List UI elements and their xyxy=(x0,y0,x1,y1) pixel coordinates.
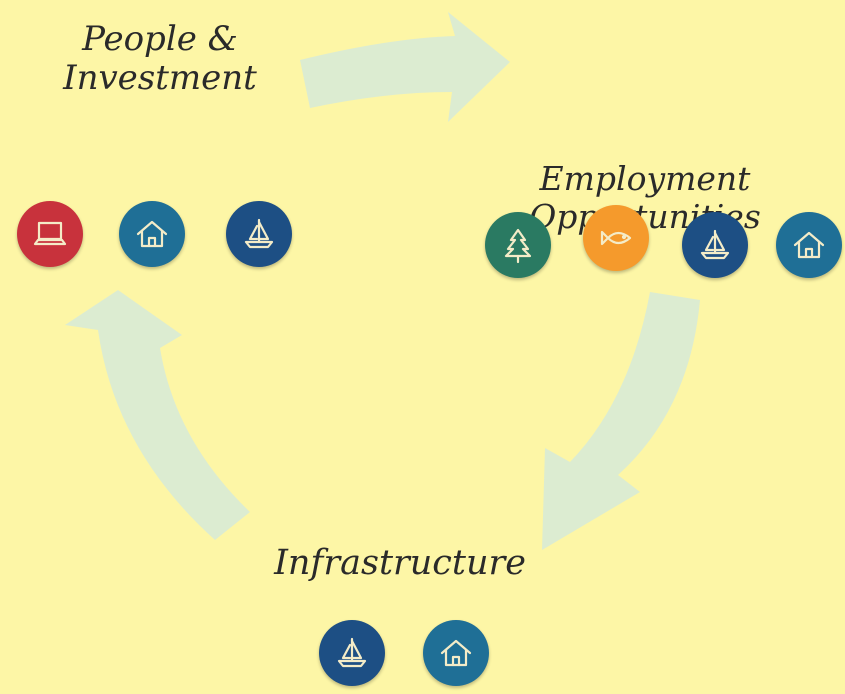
label-people-investment: People & Investment xyxy=(63,19,257,99)
house-badge xyxy=(776,212,842,278)
fish-badge xyxy=(583,205,649,271)
house-icon xyxy=(440,639,472,667)
fish-icon xyxy=(600,230,632,246)
sailboat-badge xyxy=(682,212,748,278)
tree-badge xyxy=(485,212,551,278)
sailboat-badge xyxy=(319,620,385,686)
laptop-icon xyxy=(33,221,67,246)
sailboat-icon xyxy=(337,637,367,668)
sailboat-badge xyxy=(226,201,292,267)
label-infrastructure: Infrastructure xyxy=(274,543,526,583)
house-badge xyxy=(423,620,489,686)
arrow-left xyxy=(65,290,250,540)
sailboat-icon xyxy=(244,218,274,249)
tree-icon xyxy=(504,228,532,264)
house-badge xyxy=(119,201,185,267)
sailboat-icon xyxy=(700,229,730,260)
house-icon xyxy=(793,231,825,259)
arrow-right xyxy=(542,292,700,550)
house-icon xyxy=(136,220,168,248)
laptop-badge xyxy=(17,201,83,267)
arrow-top xyxy=(300,12,510,122)
